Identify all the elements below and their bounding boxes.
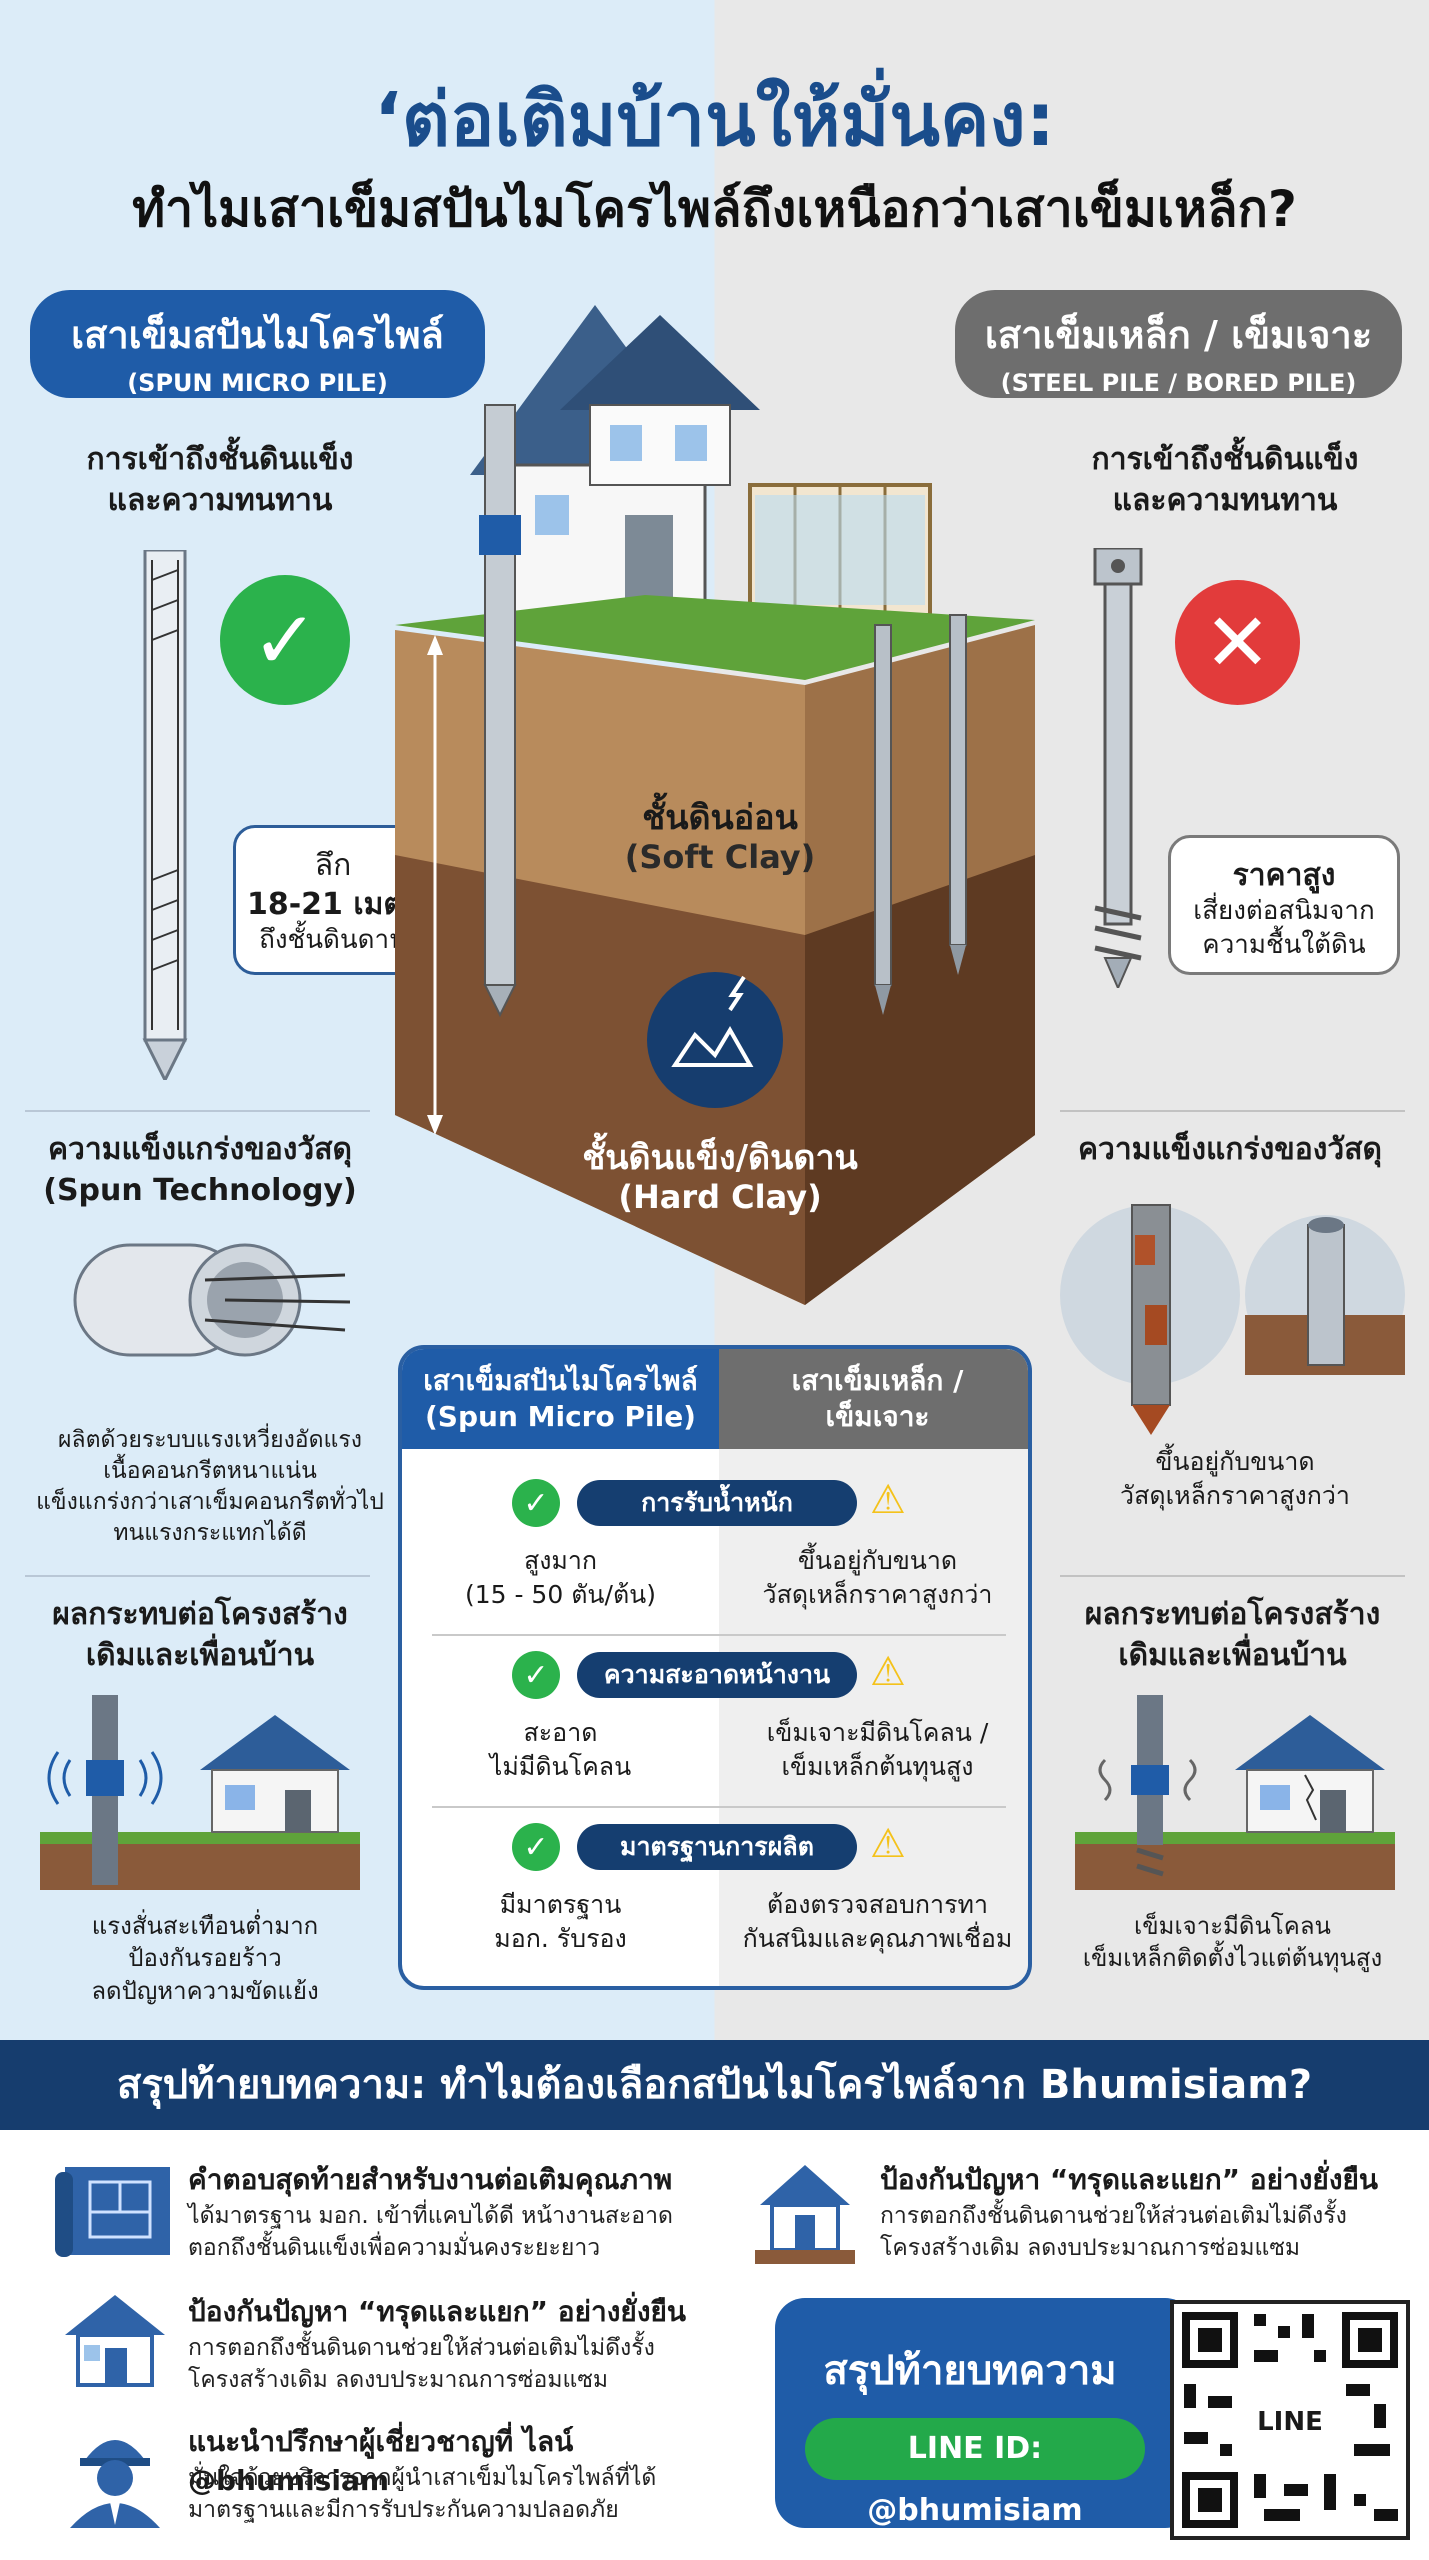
high-vibration-illustration xyxy=(1075,1695,1395,1890)
right-column-background xyxy=(719,1449,1028,1986)
summary-item-text: ได้มาตรฐาน มอก. เข้าที่แคบได้ดี หน้างานส… xyxy=(188,2203,673,2262)
divider xyxy=(432,1634,1006,1636)
right-durability-heading: การเข้าถึงชั้นดินแข็ง และความทนทาน xyxy=(1091,442,1359,518)
hard-clay-label: ชั้นดินแข็ง/ดินดาน xyxy=(582,1138,858,1178)
left-material-text: ผลิตด้วยระบบแรงเหวี่ยงอัดแรง เนื้อคอนกรี… xyxy=(36,1427,384,1547)
depth-label: ลึก xyxy=(314,848,352,883)
check-icon: ✓ xyxy=(512,1651,560,1699)
check-icon: ✓ xyxy=(512,1479,560,1527)
table-header-right: เสาเข็มเหล็ก / เข็มเจาะ xyxy=(719,1349,1028,1449)
summary-item-title: คำตอบสุดท้ายสำหรับงานต่อเติมคุณภาพ xyxy=(188,2163,673,2196)
steel-pile-badge: เสาเข็มเหล็ก / เข็มเจาะ (STEEL PILE / BO… xyxy=(955,290,1402,398)
table-cell: เข็มเจาะมีดินโคลน / เข็มเหล็กต้นทุนสูง xyxy=(766,1718,989,1781)
divider xyxy=(432,1806,1006,1808)
rusty-steel-illustration xyxy=(1060,1204,1405,1435)
table-cell: มีมาตรฐาน มอก. รับรอง xyxy=(494,1890,627,1953)
divider xyxy=(1060,1575,1405,1577)
right-material-text: ขึ้นอยู่กับขนาด วัสดุเหล็กราคาสูงกว่า xyxy=(1120,1447,1350,1510)
check-icon: ✓ xyxy=(512,1823,560,1871)
soft-clay-label: ชั้นดินอ่อน xyxy=(642,798,798,838)
qr-code-icon[interactable]: LINE xyxy=(1170,2300,1410,2540)
table-header-left: เสาเข็มสปันไมโครไพล์ (Spun Micro Pile) xyxy=(402,1349,719,1449)
warning-icon: ⚠ xyxy=(870,1821,906,1867)
comparison-table: เสาเข็มสปันไมโครไพล์ (Spun Micro Pile) เ… xyxy=(398,1345,1032,1990)
engineer-icon xyxy=(70,2440,160,2528)
table-cell: ขึ้นอยู่กับขนาด วัสดุเหล็กราคาสูงกว่า xyxy=(762,1546,993,1609)
line-id-button[interactable]: LINE ID: @bhumisiam xyxy=(805,2418,1145,2528)
left-material-heading: ความแข็งแกร่งของวัสดุ (Spun Technology) xyxy=(43,1132,357,1208)
table-cell: สูงมาก (15 - 50 ตัน/ต้น) xyxy=(464,1546,657,1609)
table-row-label: ความสะอาดหน้างาน xyxy=(577,1652,857,1698)
cost-callout: ราคาสูง เสี่ยงต่อสนิมจาก ความชื้นใต้ดิน xyxy=(1168,835,1400,975)
cross-icon: ✕ xyxy=(1175,580,1300,705)
badge-main-label: เสาเข็มสปันไมโครไพล์ xyxy=(71,313,444,357)
page-title: ‘ต่อเติมบ้านให้มั่นคง: xyxy=(373,77,1056,163)
spun-pile-illustration xyxy=(142,550,188,1080)
spun-cross-section-illustration xyxy=(73,1243,351,1357)
badge-main-label: เสาเข็มเหล็ก / เข็มเจาะ xyxy=(984,313,1373,357)
depth-value: 18-21 เมตร xyxy=(246,887,420,922)
divider xyxy=(25,1110,370,1112)
table-row-label: การรับน้ำหนัก xyxy=(577,1480,857,1526)
house-sinking-icon xyxy=(755,2165,855,2264)
summary-item-text: การตอกถึงชั้นดินดานช่วยให้ส่วนต่อเติมไม่… xyxy=(880,2203,1347,2262)
house-icon xyxy=(65,2295,165,2387)
summary-item-title: ป้องกันปัญหา “ทรุดและแยก” อย่างยั่งยืน xyxy=(880,2163,1379,2196)
hard-clay-en-label: (Hard Clay) xyxy=(618,1178,822,1216)
warning-icon: ⚠ xyxy=(870,1477,906,1523)
table-cell: ต้องตรวจสอบการทา กันสนิมและคุณภาพเชื่อม xyxy=(742,1890,1013,1953)
cost-label: ราคาสูง xyxy=(1232,858,1336,893)
soft-clay-en-label: (Soft Clay) xyxy=(624,838,816,876)
summary-banner: สรุปท้ายบทความ: ทำไมต้องเลือกสปันไมโครไพ… xyxy=(0,2040,1429,2130)
right-impact-heading: ผลกระทบต่อโครงสร้าง เดิมและเพื่อนบ้าน xyxy=(1084,1597,1381,1673)
left-impact-text: แรงสั่นสะเทือนต่ำมาก ป้องกันรอยร้าว ลดปั… xyxy=(91,1912,319,2005)
low-vibration-illustration xyxy=(40,1695,360,1890)
right-material-heading: ความแข็งแกร่งของวัสดุ xyxy=(1077,1132,1383,1167)
page-subtitle: ทำไมเสาเข็มสปันไมโครไพล์ถึงเหนือกว่าเสาเ… xyxy=(132,180,1297,238)
summary-item-text: มั่นใจด้วยบริการจากผู้นำเสาเข็มไมโครไพล์… xyxy=(188,2465,657,2524)
summary-item-title: แนะนำปรึกษาผู้เชี่ยวชาญที่ ไลน์ @bhumisi… xyxy=(188,2425,574,2497)
spun-micro-pile-badge: เสาเข็มสปันไมโครไพล์ (SPUN MICRO PILE) xyxy=(30,290,485,398)
qr-code-pattern xyxy=(1182,2312,1398,2528)
cost-note-1: เสี่ยงต่อสนิมจาก xyxy=(1193,896,1375,926)
soil-cross-section-illustration xyxy=(395,305,1035,1305)
soil-layers-icon xyxy=(647,972,783,1108)
qr-label: LINE xyxy=(1257,2407,1323,2437)
badge-sub-label: (STEEL PILE / BORED PILE) xyxy=(1000,369,1357,397)
warning-icon: ⚠ xyxy=(870,1649,906,1695)
summary-item-title: ป้องกันปัญหา “ทรุดและแยก” อย่างยั่งยืน xyxy=(188,2295,687,2328)
blueprint-icon xyxy=(55,2167,170,2257)
summary-item-text: การตอกถึงชั้นดินดานช่วยให้ส่วนต่อเติมไม่… xyxy=(188,2335,655,2394)
table-row-label: มาตรฐานการผลิต xyxy=(577,1824,857,1870)
depth-note: ถึงชั้นดินดาน xyxy=(259,925,407,955)
divider xyxy=(25,1575,370,1577)
right-impact-text: เข็มเจาะมีดินโคลน เข็มเหล็กติดตั้งไวแต่ต… xyxy=(1082,1912,1383,1973)
cta-title: สรุปท้ายบทความ xyxy=(823,2348,1117,2394)
left-impact-heading: ผลกระทบต่อโครงสร้าง เดิมและเพื่อนบ้าน xyxy=(52,1597,348,1673)
line-cta-card: สรุปท้ายบทความ LINE ID: @bhumisiam xyxy=(775,2298,1195,2528)
left-durability-heading: การเข้าถึงชั้นดินแข็ง และความทนทาน xyxy=(86,442,354,518)
steel-pile-illustration xyxy=(1093,548,1143,988)
divider xyxy=(1060,1110,1405,1112)
table-cell: สะอาด ไม่มีดินโคลน xyxy=(489,1718,632,1781)
cost-note-2: ความชื้นใต้ดิน xyxy=(1202,929,1366,960)
badge-sub-label: (SPUN MICRO PILE) xyxy=(127,369,388,397)
check-icon: ✓ xyxy=(220,575,350,705)
